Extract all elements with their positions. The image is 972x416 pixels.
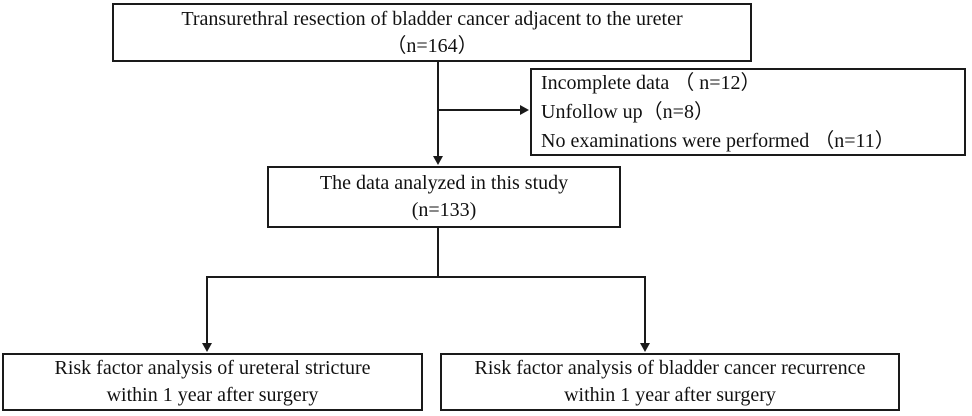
arrowhead-into-excluded bbox=[520, 105, 529, 115]
arrowhead-into-outcome-right bbox=[640, 343, 650, 352]
box-analyzed-data: The data analyzed in this study (n=133) bbox=[267, 166, 621, 228]
excluded-no-examinations: No examinations were performed （n=11） bbox=[541, 129, 895, 152]
outcome-recurrence-line2: within 1 year after surgery bbox=[564, 384, 776, 406]
excluded-unfollow-up: Unfollow up（n=8） bbox=[541, 100, 714, 123]
box-outcome-ureteral-stricture: Risk factor analysis of ureteral strictu… bbox=[2, 353, 423, 411]
excluded-incomplete-data: Incomplete data （ n=12） bbox=[541, 71, 761, 94]
outcome-stricture-line1: Risk factor analysis of ureteral strictu… bbox=[54, 357, 371, 379]
analyzed-data-line1: The data analyzed in this study bbox=[319, 172, 569, 194]
outcome-stricture-line2: within 1 year after surgery bbox=[106, 384, 319, 406]
arrowhead-into-outcome-left bbox=[202, 343, 212, 352]
box-outcome-cancer-recurrence: Risk factor analysis of bladder cancer r… bbox=[440, 353, 900, 411]
analyzed-data-count: (n=133) bbox=[411, 199, 477, 221]
outcome-recurrence-line1: Risk factor analysis of bladder cancer r… bbox=[474, 357, 866, 379]
box-excluded-patients: Incomplete data （ n=12） Unfollow up（n=8）… bbox=[530, 68, 966, 156]
box-initial-population: Transurethral resection of bladder cance… bbox=[112, 3, 752, 62]
arrowhead-into-analyzed bbox=[433, 156, 443, 165]
initial-population-line1: Transurethral resection of bladder cance… bbox=[181, 7, 683, 30]
initial-population-count: （n=164） bbox=[386, 34, 478, 57]
